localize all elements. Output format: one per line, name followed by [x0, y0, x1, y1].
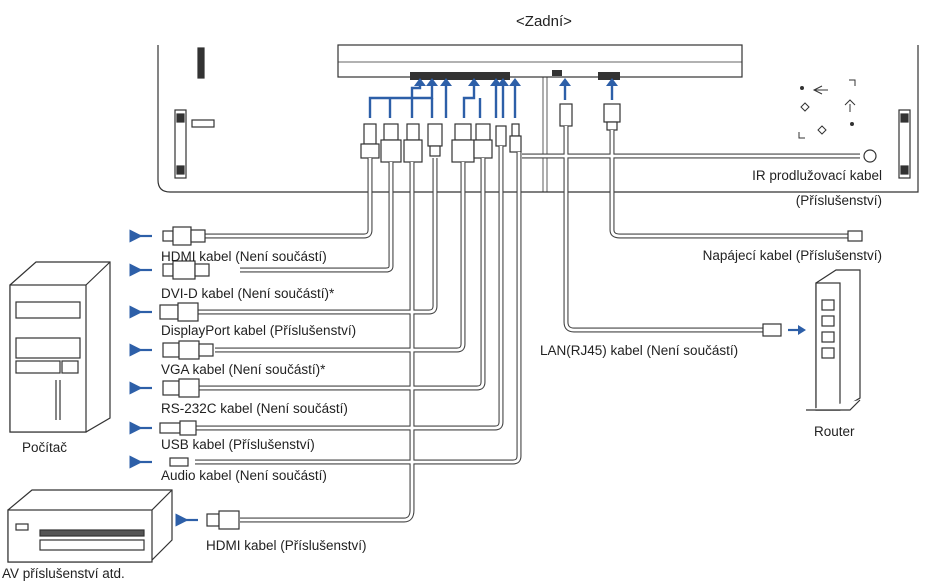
cable-label-audio: Audio kabel (Není součástí): [161, 468, 327, 483]
cables-inner: [185, 126, 860, 522]
ir-cable-label-line2: (Příslušenství): [795, 193, 882, 208]
computer-icon: [9, 261, 111, 433]
device-arrows: [129, 229, 198, 527]
cable-label-hdmi-pc: HDMI kabel (Není součástí): [161, 249, 327, 264]
router-arrow-head: [798, 325, 806, 335]
computer-label: Počítač: [22, 440, 68, 455]
monitor-connectors: [360, 103, 621, 163]
ir-cable-label-line1: IR prodlužovací kabel: [752, 168, 882, 183]
hdmi-av-label: HDMI kabel (Příslušenství): [206, 538, 367, 553]
lan-cable-label: LAN(RJ45) kabel (Není součástí): [540, 343, 739, 358]
cable-end-connectors: [159, 149, 877, 530]
router-label: Router: [814, 424, 855, 439]
port-arrowheads: [414, 78, 618, 86]
cable-label-rs232c: RS-232C kabel (Není součástí): [161, 401, 348, 416]
router-icon: [806, 269, 861, 411]
av-device-icon: [7, 489, 173, 563]
mount-symbols: [798, 79, 856, 139]
monitor-back-panel: [157, 44, 919, 193]
title: <Zadní>: [516, 13, 572, 30]
cable-label-usb: USB kabel (Příslušenství): [161, 437, 315, 452]
cable-label-dvi: DVI-D kabel (Není součástí)*: [161, 286, 335, 301]
av-label: AV příslušenství atd.: [2, 566, 125, 581]
cable-label-displayport: DisplayPort kabel (Příslušenství): [161, 323, 357, 338]
power-cable-label: Napájecí kabel (Příslušenství): [702, 248, 882, 263]
port-arrows: [368, 84, 614, 118]
cable-label-vga: VGA kabel (Není součástí)*: [161, 362, 326, 377]
